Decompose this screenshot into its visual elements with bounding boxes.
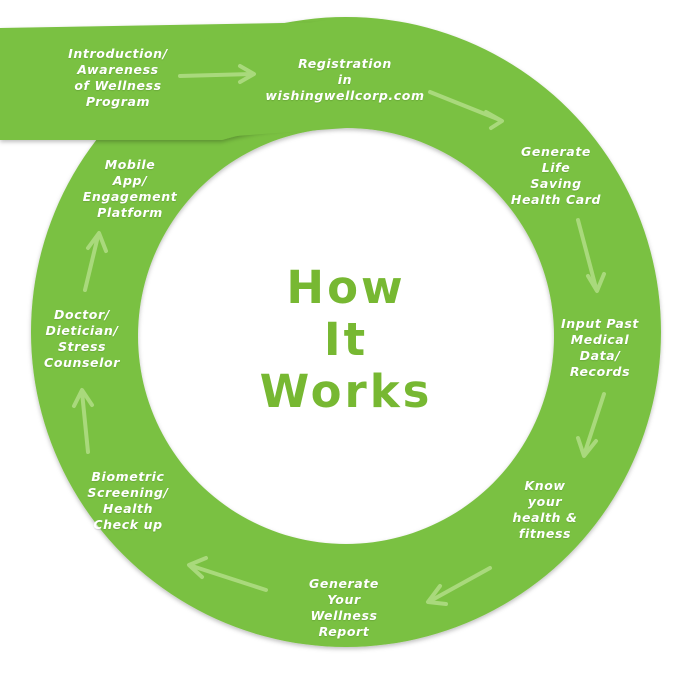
cycle-ring bbox=[30, 17, 661, 648]
arrow-icon bbox=[576, 218, 606, 293]
step-introduction-label: Introduction/ Awareness of Wellness Prog… bbox=[68, 46, 168, 109]
arrow-icon bbox=[72, 388, 94, 454]
step-wellness-report-label: Generate Your Wellness Report bbox=[309, 576, 379, 639]
arrow-icon bbox=[178, 64, 256, 84]
title-line-how: How bbox=[286, 261, 406, 314]
step-know-health-label: Know your health & fitness bbox=[512, 478, 578, 541]
step-counselor-label: Doctor/ Dietician/ Stress Counselor bbox=[44, 307, 120, 370]
step-medical-data-label: Input Past Medical Data/ Records bbox=[561, 316, 639, 379]
step-biometric-label: Biometric Screening/ Health Check up bbox=[87, 469, 169, 532]
arrow-icon bbox=[428, 90, 504, 130]
step-health-card-label: Generate Life Saving Health Card bbox=[510, 144, 602, 207]
arrow-icon bbox=[187, 556, 268, 592]
arrow-icon bbox=[426, 566, 492, 606]
title-line-it: It bbox=[323, 313, 369, 366]
title-line-works: Works bbox=[259, 365, 433, 418]
arrow-icon bbox=[576, 392, 606, 458]
step-mobile-app-label: Mobile App/ Engagement Platform bbox=[82, 157, 178, 220]
step-registration-label: Registration in wishingwellcorp.com bbox=[265, 56, 425, 103]
arrow-icon bbox=[83, 231, 108, 292]
page-title: How It Works bbox=[260, 262, 433, 418]
